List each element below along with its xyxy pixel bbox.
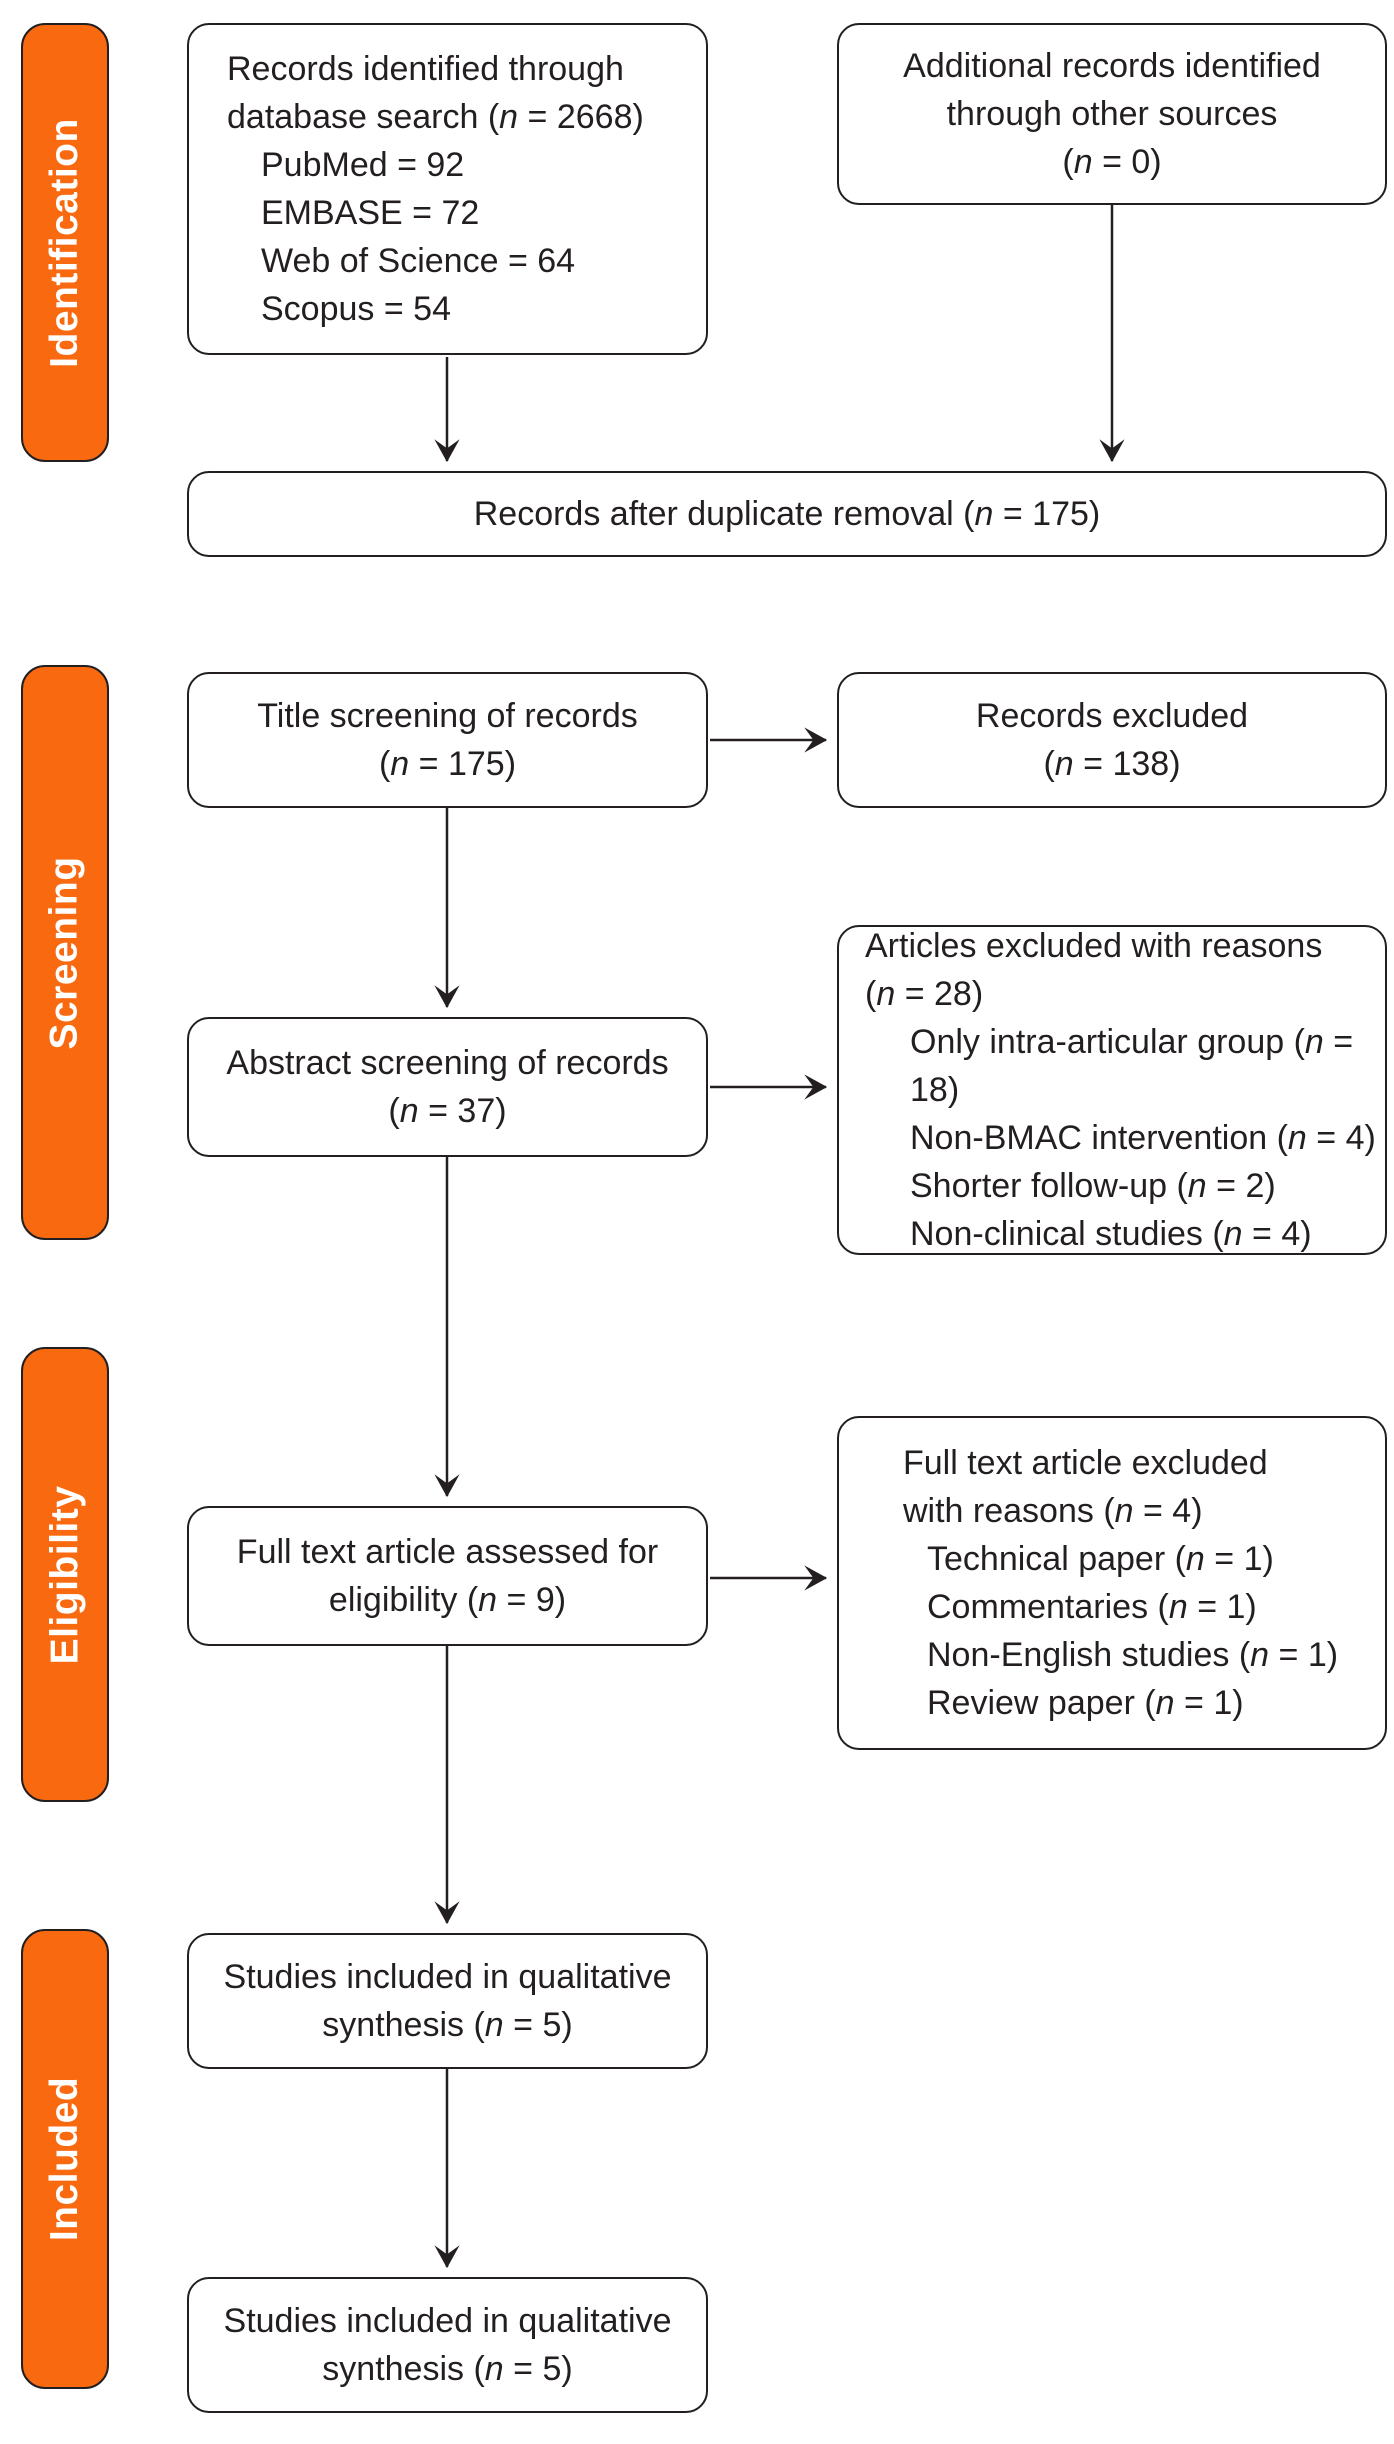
box-fulltext-excluded-items: Technical paper (n = 1) Commentaries (n … bbox=[927, 1540, 1339, 1722]
box-fulltext-assessed-text: Full text article assessed for eligibili… bbox=[236, 1533, 659, 1619]
box-duplicates-removed: Records after duplicate removal (n = 175… bbox=[187, 471, 1387, 557]
box-records-identified-title: Records identified through database sear… bbox=[227, 50, 644, 136]
box-articles-excluded: Articles excluded with reasons (n = 28) … bbox=[837, 925, 1387, 1255]
stage-label-included: Included bbox=[43, 2076, 86, 2242]
box-records-identified-items: PubMed = 92 EMBASE = 72 Web of Science =… bbox=[261, 146, 576, 328]
box-articles-excluded-items: Only intra-articular group (n = 18) Non-… bbox=[910, 1023, 1376, 1253]
box-additional-records-text: Additional records identified through ot… bbox=[903, 47, 1321, 181]
stage-label-identification: Identification bbox=[43, 117, 87, 368]
box-records-excluded: Records excluded (n = 138) bbox=[837, 672, 1387, 808]
stage-bar-included: Included bbox=[21, 1929, 109, 2389]
box-title-screening-text: Title screening of records (n = 175) bbox=[257, 697, 638, 783]
stage-bar-screening: Screening bbox=[21, 665, 109, 1240]
box-articles-excluded-title: Articles excluded with reasons (n = 28) bbox=[865, 927, 1323, 1013]
box-qualitative-synthesis-top: Studies included in qualitative synthesi… bbox=[187, 1933, 708, 2069]
box-fulltext-excluded-title: Full text article excluded with reasons … bbox=[903, 1444, 1268, 1530]
box-qualitative-synthesis-top-text: Studies included in qualitative synthesi… bbox=[223, 1958, 672, 2044]
box-duplicates-removed-text: Records after duplicate removal (n = 175… bbox=[473, 495, 1101, 533]
box-records-excluded-text: Records excluded (n = 138) bbox=[975, 697, 1249, 783]
stage-bar-eligibility: Eligibility bbox=[21, 1347, 109, 1802]
box-qualitative-synthesis-bottom: Studies included in qualitative synthesi… bbox=[187, 2277, 708, 2413]
box-additional-records: Additional records identified through ot… bbox=[837, 23, 1387, 205]
box-qualitative-synthesis-bottom-text: Studies included in qualitative synthesi… bbox=[223, 2302, 672, 2388]
box-title-screening: Title screening of records (n = 175) bbox=[187, 672, 708, 808]
box-records-identified: Records identified through database sear… bbox=[187, 23, 708, 355]
stage-bar-identification: Identification bbox=[21, 23, 109, 462]
stage-label-eligibility: Eligibility bbox=[43, 1485, 87, 1664]
box-abstract-screening-text: Abstract screening of records (n = 37) bbox=[226, 1044, 669, 1130]
stage-label-screening: Screening bbox=[43, 855, 87, 1050]
box-abstract-screening: Abstract screening of records (n = 37) bbox=[187, 1017, 708, 1157]
box-fulltext-excluded: Full text article excluded with reasons … bbox=[837, 1416, 1387, 1750]
box-fulltext-assessed: Full text article assessed for eligibili… bbox=[187, 1506, 708, 1646]
